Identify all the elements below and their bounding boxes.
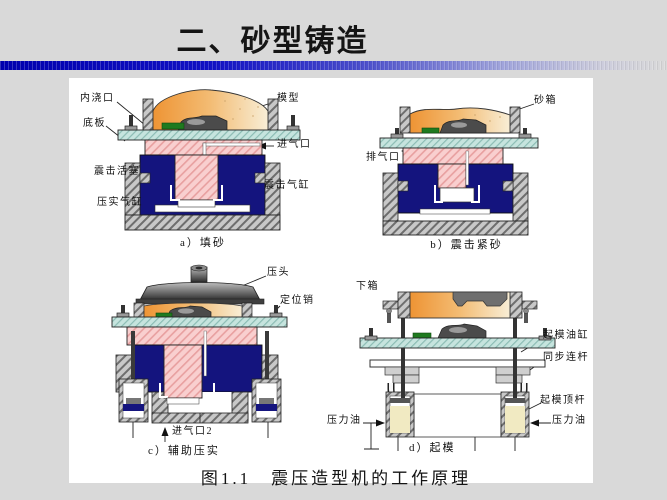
housing-bottom	[124, 214, 281, 231]
caption-b: b）震击紧砂	[430, 239, 503, 251]
figure-area: 内浇口 模型 底板 进气口 震击活塞 震击气缸 压实气缸 a）填砂	[69, 78, 593, 488]
aux-cylinder-right	[251, 331, 282, 438]
bottom-plate	[111, 316, 288, 328]
press-head-dome	[139, 282, 261, 301]
machine-base	[413, 393, 502, 438]
label-sync-link: 同步连杆	[543, 352, 589, 363]
diagram-c: 压头 定位销 进气口2 c）辅助压实	[72, 255, 332, 465]
housing-wall-right	[512, 172, 529, 222]
sand-mound	[152, 89, 269, 132]
label-pattern: 模型	[277, 93, 300, 104]
mold-cavity	[452, 291, 508, 307]
flask-wall-left	[399, 106, 411, 134]
diagram-d-art	[359, 291, 556, 451]
label-squeeze-cylinder: 压实气缸	[97, 197, 143, 208]
aux-cylinder-left	[118, 331, 149, 438]
jolt-piston-column	[174, 154, 219, 201]
flask-wall-right	[509, 106, 521, 134]
flask-lug-right	[521, 300, 538, 310]
label-pressure-oil-left: 压力油	[327, 415, 362, 426]
caption-d: d）起模	[409, 442, 456, 454]
diagram-b: 砂箱 排气口 b）震击紧砂	[345, 85, 588, 263]
jolt-piston-column	[437, 163, 467, 189]
sync-link-brackets	[384, 366, 531, 384]
flask-wall-right	[241, 302, 253, 319]
flask-wall-left	[133, 302, 145, 319]
bottom-plate	[117, 129, 301, 141]
diagram-c-art	[111, 264, 288, 442]
flask-wall-right	[509, 291, 523, 319]
label-jolt-cylinder: 震击气缸	[264, 180, 310, 191]
label-press-head: 压头	[267, 267, 290, 278]
housing-wall-left	[382, 172, 399, 222]
title-divider-bar	[0, 61, 667, 70]
bottom-plate	[379, 137, 539, 149]
caption-a: a）填砂	[180, 237, 226, 249]
label-inner-gate: 内浇口	[80, 93, 115, 104]
flask-lug-left	[382, 300, 399, 310]
diagram-d: 下箱 起模油缸 同步连杆 起模顶杆 压力油 压力油 d）起模	[325, 270, 590, 462]
diagram-a-art	[105, 89, 301, 231]
sand-speckles	[474, 114, 501, 122]
jolt-piston-column	[163, 344, 203, 399]
diagram-b-art	[379, 103, 539, 236]
gate-block	[161, 122, 185, 130]
caption-c: c）辅助压实	[148, 445, 220, 457]
plate-bolts	[129, 115, 295, 129]
housing-bottom	[382, 220, 529, 236]
flask-wall-left	[142, 98, 154, 132]
label-bottom-plate: 底板	[83, 118, 106, 129]
squeeze-piston-top	[402, 147, 504, 165]
gate-block	[421, 127, 440, 134]
page-title: 二、砂型铸造	[176, 25, 369, 58]
label-jolt-piston: 震击活塞	[94, 166, 140, 177]
label-pressure-oil-right: 压力油	[552, 415, 587, 426]
label-air-inlet-2: 进气口2	[172, 426, 213, 437]
label-locating-pin: 定位销	[280, 295, 315, 306]
label-lift-cylinder: 起模油缸	[543, 330, 589, 341]
squeeze-piston-top	[126, 326, 258, 346]
label-sand-flask: 砂箱	[534, 95, 557, 106]
flask-wall-left	[397, 291, 411, 319]
diagram-a: 内浇口 模型 底板 进气口 震击活塞 震击气缸 压实气缸 a）填砂	[75, 85, 345, 255]
label-exhaust-port: 排气口	[366, 152, 401, 163]
pattern-plate	[359, 337, 556, 349]
gate-block	[412, 332, 432, 339]
sand-speckles	[224, 98, 259, 120]
label-lower-flask: 下箱	[356, 281, 379, 292]
label-lift-pin: 起模顶杆	[540, 395, 586, 406]
figure-caption: 图1.1 震压造型机的工作原理	[200, 469, 472, 488]
label-air-inlet: 进气口	[277, 139, 312, 150]
crosshead-bar	[369, 359, 546, 368]
